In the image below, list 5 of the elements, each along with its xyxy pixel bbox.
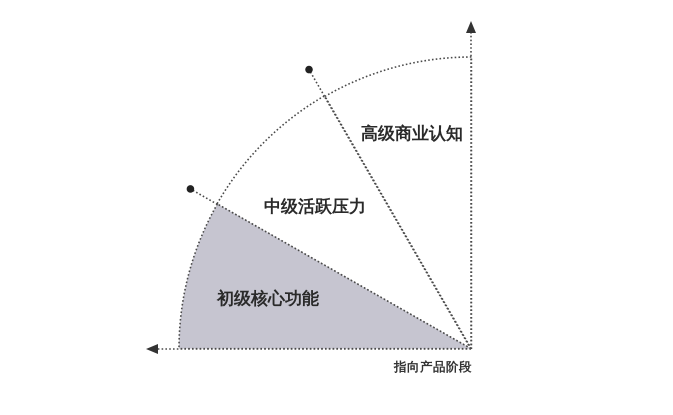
axis-label: 指向产品阶段 <box>394 360 472 374</box>
sector <box>217 96 471 349</box>
sector-label: 初级核心功能 <box>217 290 319 310</box>
sector-label: 中级活跃压力 <box>264 198 366 218</box>
sector-label: 高级商业认知 <box>360 125 463 145</box>
